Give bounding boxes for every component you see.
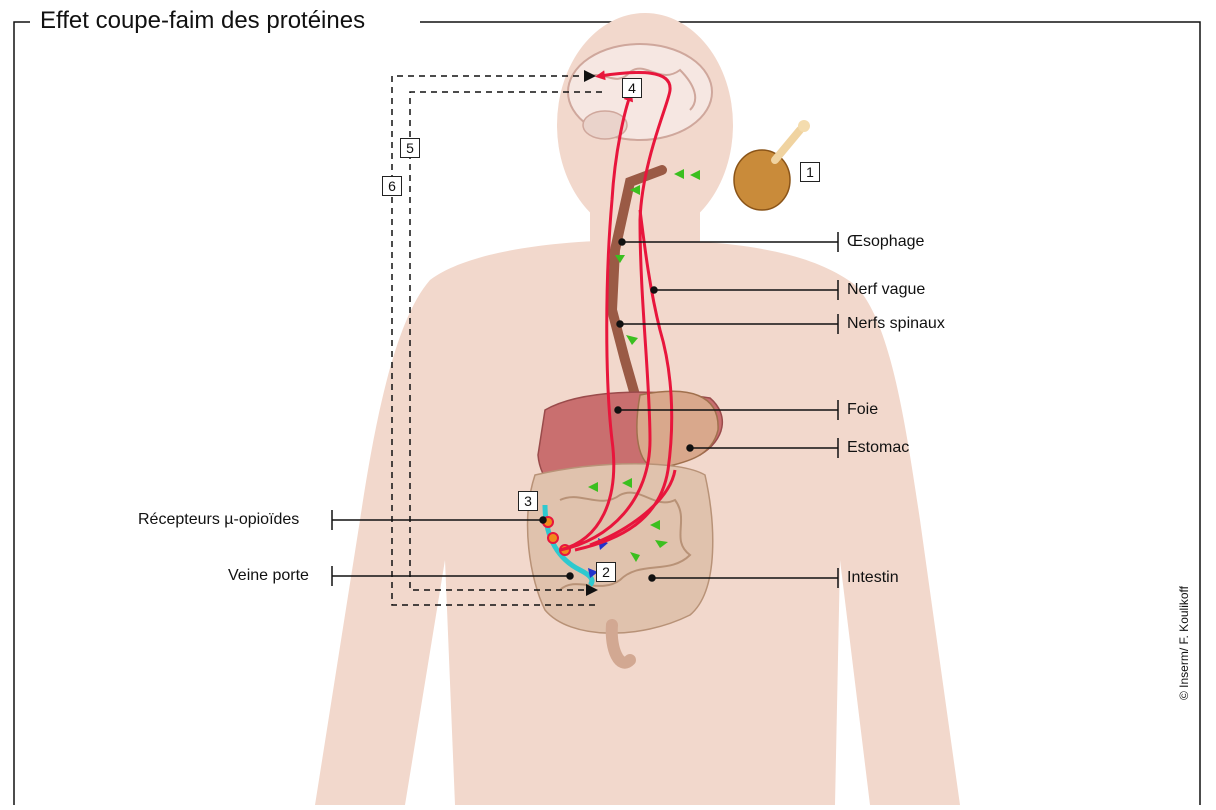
label-intestin: Intestin (847, 568, 899, 588)
label-nerfs-spinaux: Nerfs spinaux (847, 314, 945, 334)
label-veine-porte: Veine porte (228, 566, 309, 586)
label-foie: Foie (847, 400, 878, 420)
label-oesophage: Œsophage (847, 232, 924, 252)
diagram-title: Effet coupe-faim des protéines (38, 6, 371, 36)
label-estomac: Estomac (847, 438, 909, 458)
step-3-badge: 3 (518, 491, 538, 511)
step-6-badge: 6 (382, 176, 402, 196)
frame-left-line (14, 22, 30, 805)
step-5-badge: 5 (400, 138, 420, 158)
step-2-badge: 2 (596, 562, 616, 582)
label-nerf-vague: Nerf vague (847, 280, 925, 300)
label-recepteurs: Récepteurs µ-opioïdes (138, 510, 299, 530)
chicken-leg-icon (734, 120, 810, 210)
credit-text: © Inserm/ F. Koulikoff (1176, 600, 1192, 700)
step-1-badge: 1 (800, 162, 820, 182)
step-4-badge: 4 (622, 78, 642, 98)
